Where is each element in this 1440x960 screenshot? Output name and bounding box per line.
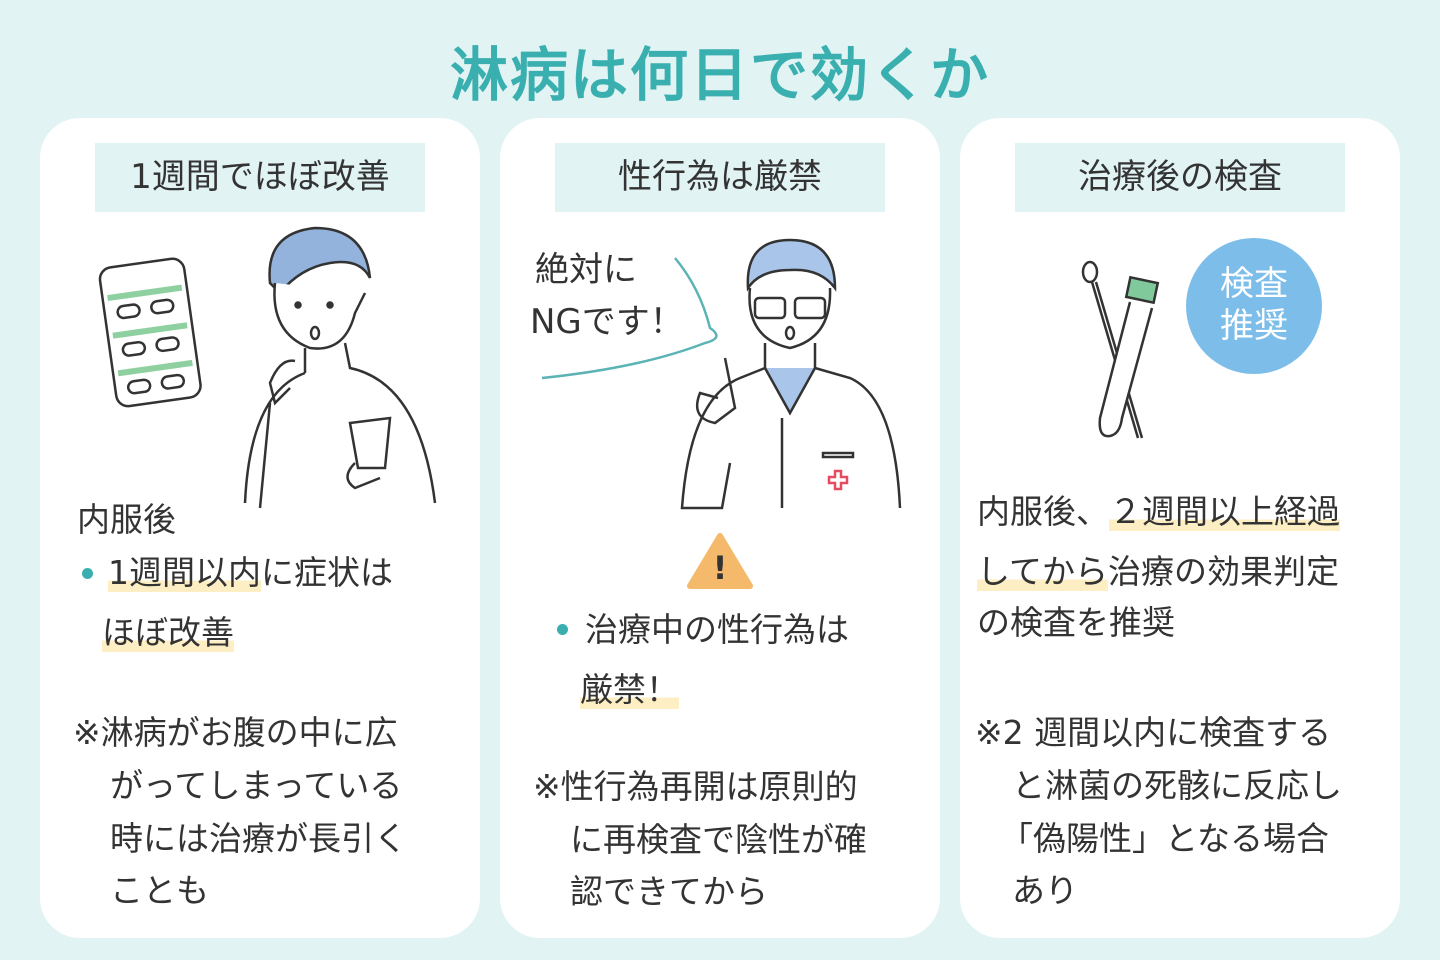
bullet-dot (82, 568, 93, 579)
badge-line: 推奨 (1220, 306, 1288, 346)
intro-text: 内服後 (77, 500, 176, 539)
highlight-text: 1週間以内 (108, 553, 261, 592)
note-line: がってしまっている (110, 766, 403, 805)
body-text: の検査を推奨 (977, 603, 1175, 642)
bullet-text: に症状は (261, 553, 393, 592)
swab-and-tube-illustration (1081, 260, 1160, 439)
badge-line: 検査 (1220, 264, 1288, 304)
body-text: 治療の効果判定 (1108, 552, 1340, 591)
highlight-text: 厳禁！ (580, 670, 679, 709)
speech-line: 絶対に (535, 250, 637, 290)
highlight-text: ２週間以上経過 (1109, 492, 1340, 531)
note-line: 「偽陽性」となる場合 (1000, 819, 1330, 858)
note-line: あり (1012, 871, 1078, 910)
card-improvement: 1週間でほぼ改善 内服後 1週間以内に症状は ほぼ改善 ※淋病がお腹の中に広 が… (40, 118, 480, 938)
note-line: に再検査で陰性が確 (570, 820, 867, 859)
test-recommended-badge: 検査推奨 (1186, 238, 1322, 374)
note-line: ※2 週間以内に検査する (975, 713, 1332, 752)
body-text: 内服後、 (977, 492, 1109, 531)
warning-mark: ! (713, 549, 728, 587)
card-label: 性行為は厳禁 (555, 143, 885, 212)
page-title: 淋病は何日で効くか (449, 41, 990, 109)
bullet-text: 治療中の性行為は (585, 610, 849, 649)
note-line: 認できてから (570, 872, 768, 911)
bullet-dot (557, 624, 568, 635)
doctor-illustration (541, 238, 902, 510)
note-line: と淋菌の死骸に反応し (1012, 766, 1342, 805)
note-line: ※淋病がお腹の中に広 (73, 713, 398, 752)
card-no-sex: 性行為は厳禁 絶対に NGです！ ! 治療中の性行為は 厳禁！ ※性行為再開は原… (500, 118, 940, 938)
card-test: 治療後の検査 検査推奨 内服後、２週間以上経過 してから治療の効果判定 の検査を… (960, 118, 1400, 938)
card-label: 治療後の検査 (1015, 143, 1345, 212)
highlight-text: してから (977, 552, 1109, 591)
man-taking-medicine-illustration (98, 226, 437, 508)
warning-icon: ! (687, 533, 753, 589)
note-line: 時には治療が長引く (110, 819, 407, 858)
note-line: ことも (110, 871, 209, 910)
highlight-text: ほぼ改善 (102, 613, 234, 652)
card-label: 1週間でほぼ改善 (95, 143, 425, 212)
note-line: ※性行為再開は原則的 (533, 767, 858, 806)
speech-line: NGです！ (530, 302, 684, 342)
